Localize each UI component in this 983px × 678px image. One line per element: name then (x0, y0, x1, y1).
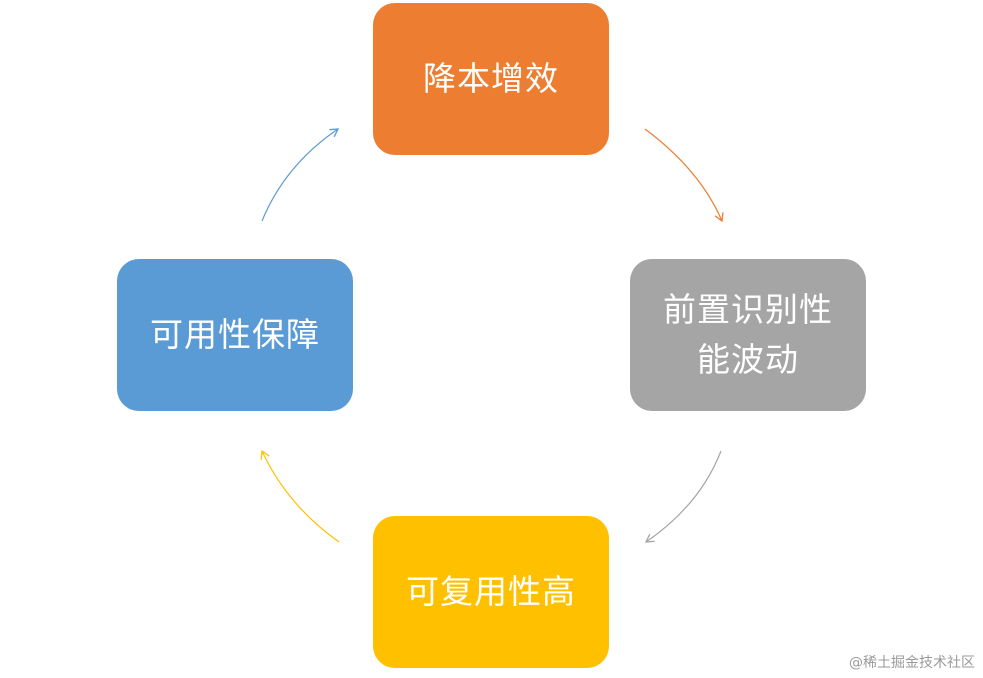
node-cost-reduction: 降本增效 (373, 3, 609, 155)
node-performance-detection: 前置识别性能波动 (630, 259, 866, 411)
node-performance-detection-label: 前置识别性能波动 (663, 290, 833, 379)
node-availability-label: 可用性保障 (150, 315, 320, 354)
arrow-bottom-to-left (260, 449, 340, 543)
watermark: @稀土掘金技术社区 (849, 655, 975, 671)
node-reusability-label: 可复用性高 (406, 572, 576, 611)
node-availability: 可用性保障 (117, 259, 353, 411)
arrow-left-to-top (261, 128, 340, 222)
node-reusability: 可复用性高 (373, 516, 609, 668)
arrow-top-to-right (644, 128, 724, 223)
arrow-right-to-bottom (644, 450, 722, 543)
node-cost-reduction-label: 降本增效 (423, 59, 559, 98)
